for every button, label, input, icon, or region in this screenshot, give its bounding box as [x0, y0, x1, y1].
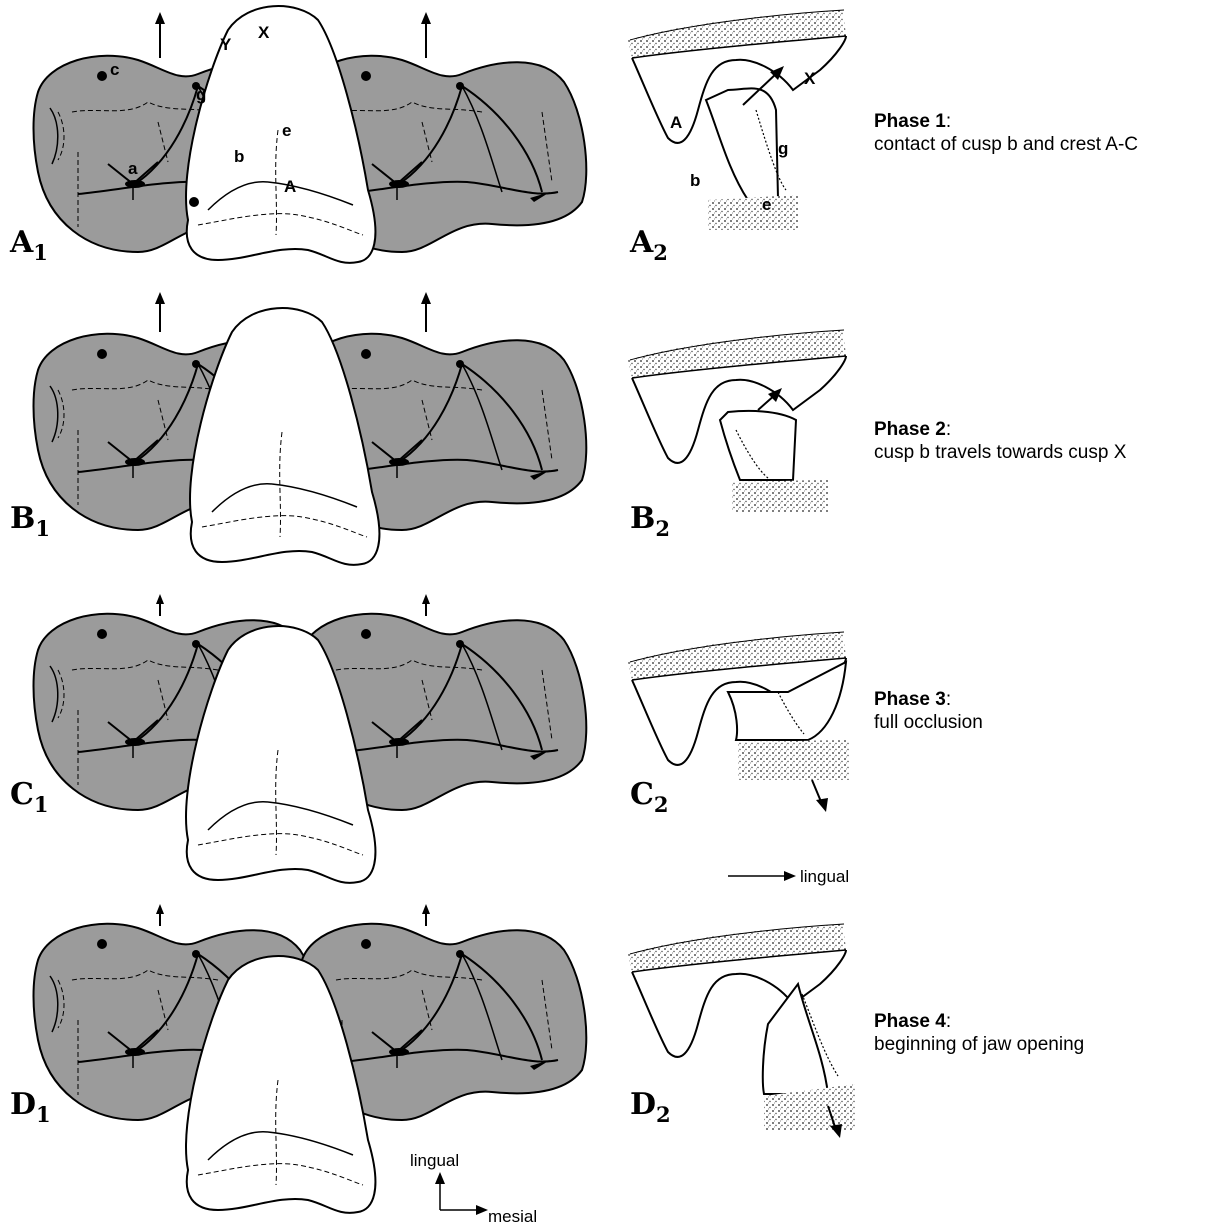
- label-c: c: [110, 60, 119, 79]
- label-b: b: [234, 147, 244, 166]
- phase-2-title: Phase 2: [874, 419, 946, 440]
- label-a: a: [128, 159, 138, 178]
- compass-lingual-label: lingual: [410, 1151, 459, 1170]
- lingual-arrow-label: lingual: [800, 867, 849, 886]
- phase-3-title: Phase 3: [874, 689, 946, 710]
- lingual-direction-arrow: [728, 871, 796, 881]
- panel-label-b1: B1: [10, 501, 50, 541]
- panel-c1-top-view: [34, 594, 587, 883]
- side-label-g: g: [778, 139, 788, 158]
- panel-label-c1: C1: [10, 777, 49, 817]
- label-cap-a: A: [284, 177, 296, 196]
- label-g: g: [196, 85, 206, 104]
- panel-b1-top-view: [34, 292, 587, 565]
- panel-label-c2: C2: [630, 777, 669, 817]
- phase-2-desc: cusp b travels towards cusp X: [874, 442, 1126, 463]
- phase-3-caption: Phase 3: full occlusion: [874, 688, 1204, 734]
- label-e: e: [282, 121, 291, 140]
- phase-3-desc: full occlusion: [874, 712, 983, 733]
- panel-d2-side-view: [628, 924, 856, 1130]
- phase-4-caption: Phase 4: beginning of jaw opening: [874, 1010, 1204, 1056]
- panel-label-d1: D1: [10, 1087, 51, 1127]
- panel-d1-top-view: [34, 904, 587, 1213]
- phase-4-title: Phase 4: [874, 1011, 946, 1032]
- side-label-x: X: [804, 69, 816, 88]
- phase-1-title: Phase 1: [874, 111, 946, 132]
- phase-1-desc: contact of cusp b and crest A-C: [874, 134, 1138, 155]
- phase-2-caption: Phase 2: cusp b travels towards cusp X: [874, 418, 1204, 464]
- panel-label-a1: A1: [9, 225, 48, 265]
- panel-a1-top-view: c g Y X e a b A: [34, 6, 587, 263]
- orientation-compass: [435, 1172, 488, 1215]
- side-label-b: b: [690, 171, 700, 190]
- phase-4-desc: beginning of jaw opening: [874, 1034, 1084, 1055]
- panel-label-a2: A2: [629, 225, 668, 265]
- panel-a2-side-view: A X b g e: [628, 10, 846, 230]
- panel-c2-side-view: [628, 632, 850, 780]
- compass-mesial-label: mesial: [488, 1207, 537, 1226]
- side-label-e: e: [762, 195, 771, 214]
- phase-1-caption: Phase 1: contact of cusp b and crest A-C: [874, 110, 1204, 156]
- side-label-a: A: [670, 113, 682, 132]
- panel-label-b2: B2: [630, 501, 670, 541]
- label-x: X: [258, 23, 270, 42]
- panel-b2-side-view: [628, 330, 846, 512]
- panel-label-d2: D2: [630, 1087, 671, 1127]
- label-y: Y: [220, 35, 232, 54]
